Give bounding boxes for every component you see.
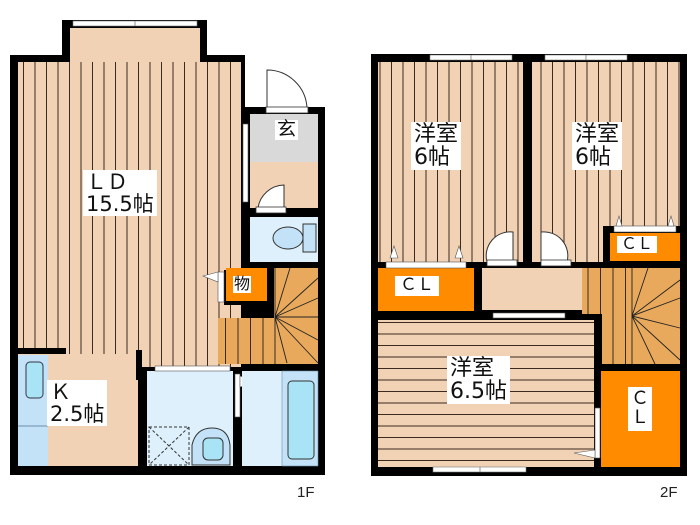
hall-2f [482, 231, 582, 310]
bathtub [287, 380, 315, 460]
door [485, 231, 514, 263]
floor-label-2f: 2F [660, 484, 678, 501]
room-name: ＬＤ [86, 170, 128, 194]
room-size: 15.5帖 [86, 192, 154, 217]
room-bath [242, 370, 319, 467]
room-size: 6帖 [575, 145, 611, 171]
room-size: 6.5帖 [450, 379, 507, 405]
door [540, 231, 569, 263]
label-storage: 物 [233, 274, 252, 293]
label-cl-3: Ｃ Ｌ [628, 387, 652, 431]
room-name: 洋室 [450, 356, 495, 381]
room-toilet [250, 184, 318, 262]
room-name: 洋室 [575, 122, 620, 147]
floor-label-1f: 1F [297, 484, 315, 501]
toilet-door [257, 184, 285, 209]
room-size: 2.5帖 [50, 402, 105, 427]
toilet-icon [272, 226, 304, 250]
stairs-1f [218, 267, 319, 364]
label-western-3: 洋室 6.5帖 [447, 356, 510, 405]
room-name: 洋室 [414, 122, 459, 147]
stairs-2f [582, 267, 681, 365]
washing-machine-space [148, 426, 190, 466]
label-western-2: 洋室 6帖 [572, 122, 623, 171]
label-cl-2: ＣＬ [617, 235, 658, 253]
room-kitchen [10, 348, 142, 466]
room-name: Ｋ [50, 380, 71, 404]
label-ld: ＬＤ 15.5帖 [83, 170, 157, 217]
window [432, 466, 527, 473]
sink [25, 361, 44, 399]
room-size: 6帖 [414, 145, 450, 171]
label-kitchen: Ｋ 2.5帖 [47, 380, 108, 427]
label-western-1: 洋室 6帖 [411, 122, 462, 171]
label-entrance: 玄 [275, 118, 299, 140]
label-cl-1: ＣＬ [395, 276, 439, 296]
